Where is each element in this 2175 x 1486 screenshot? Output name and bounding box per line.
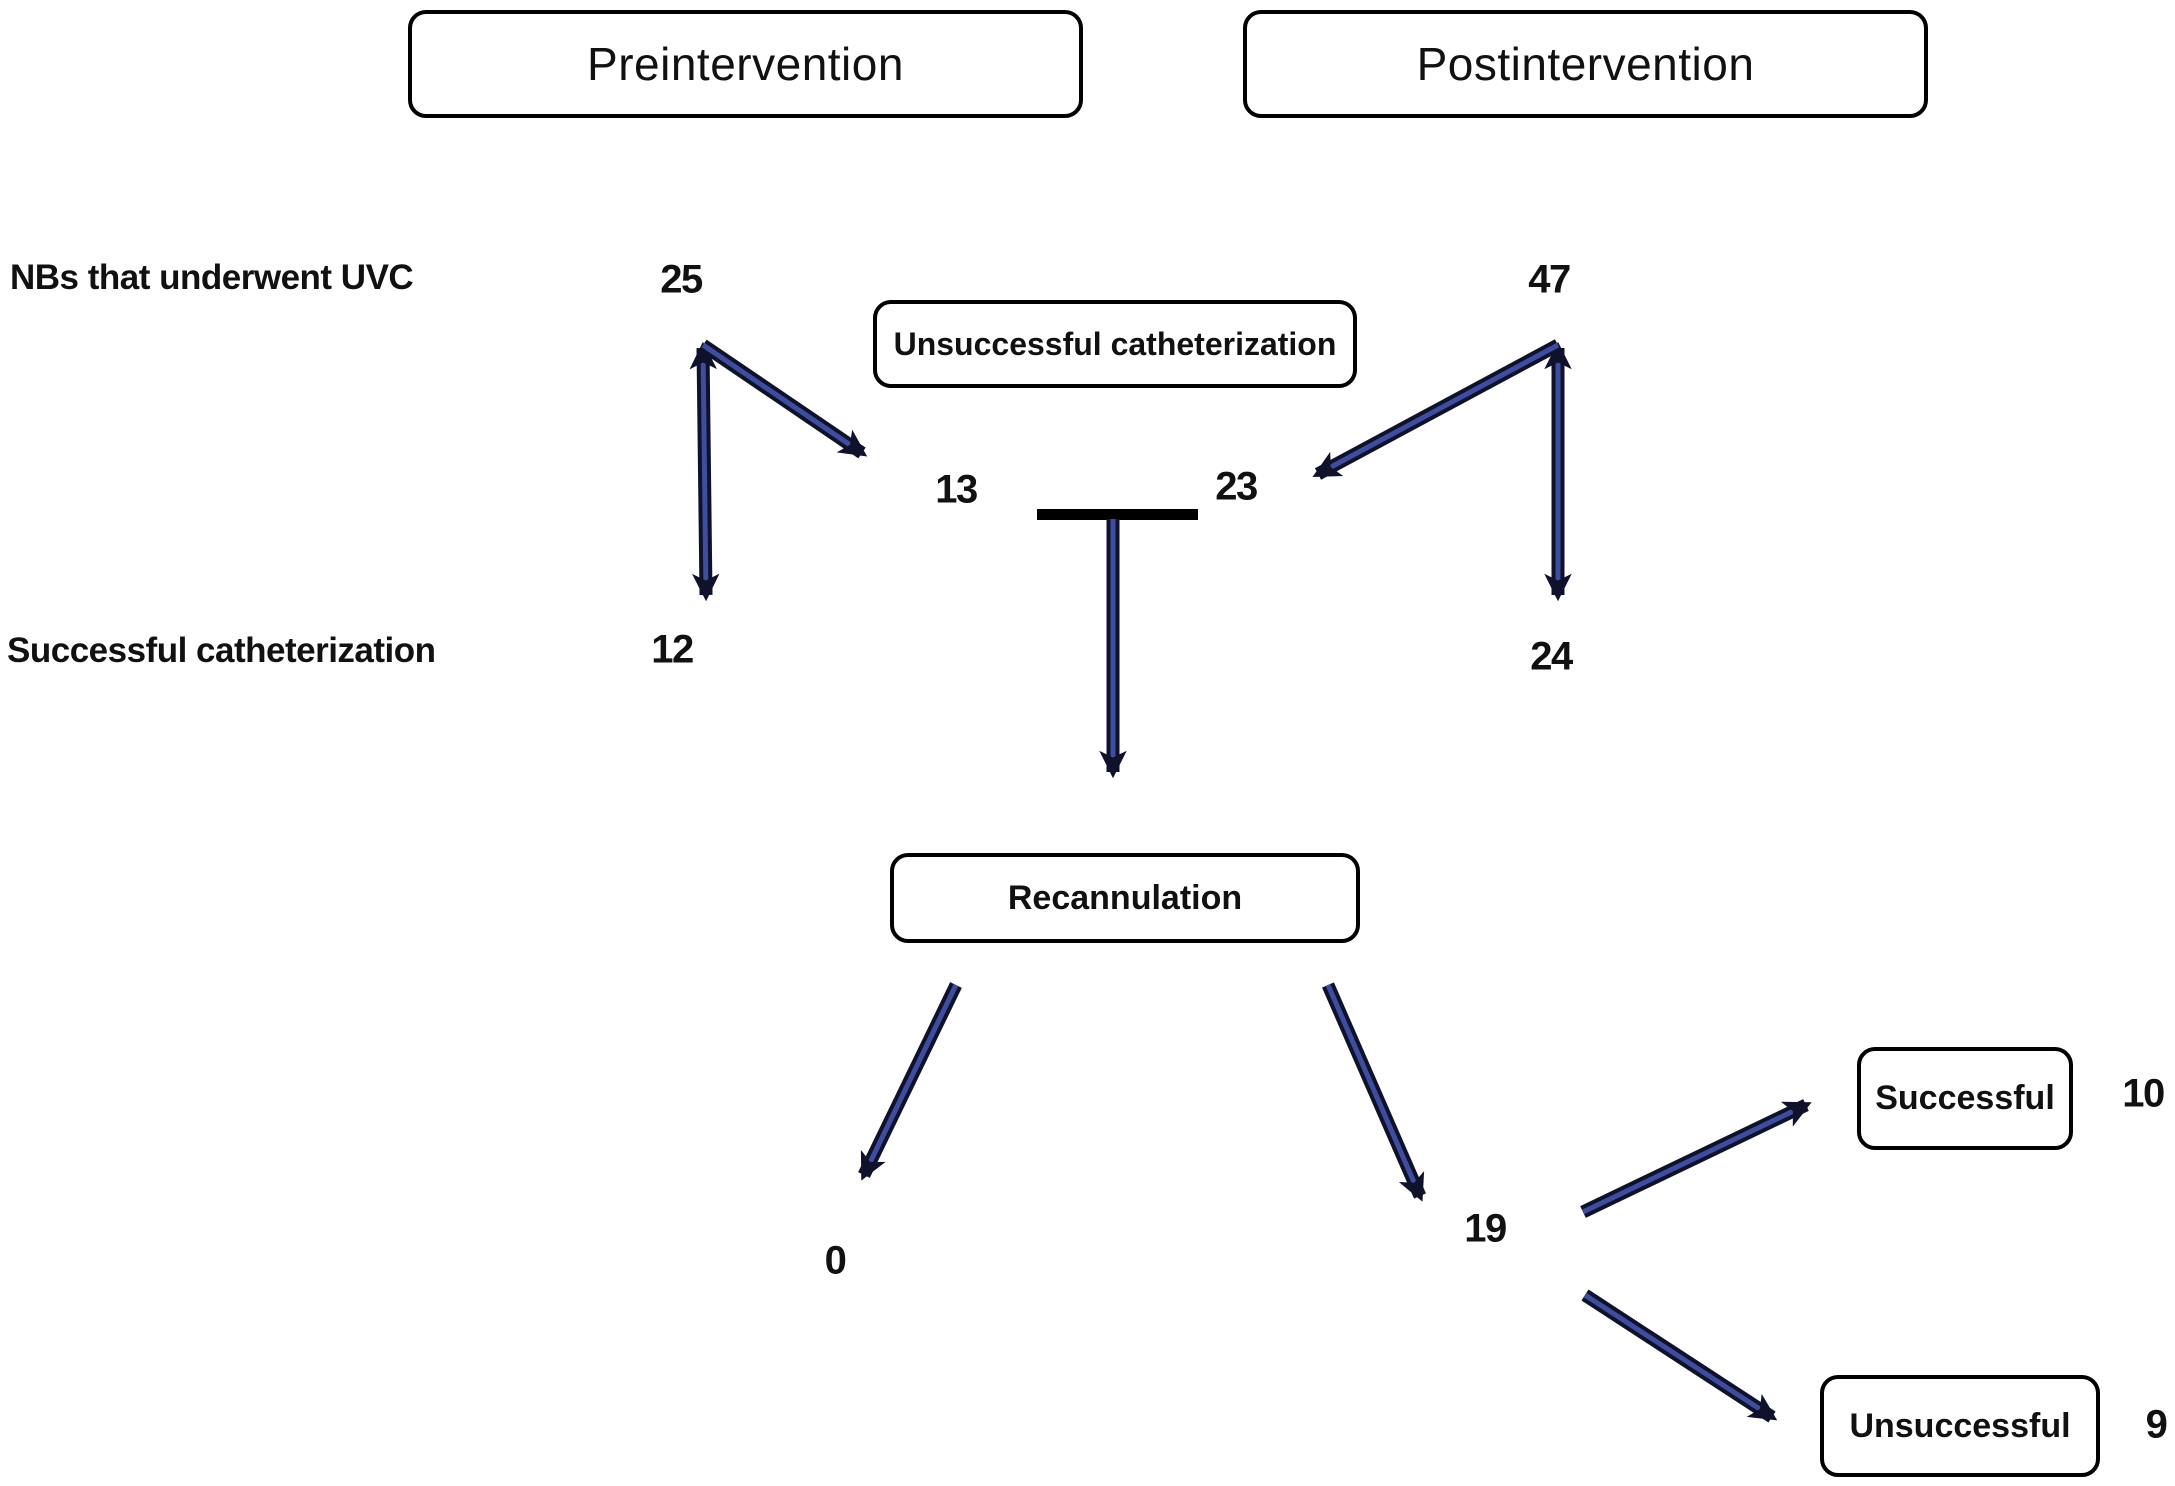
count-recannulation-unsuccessful: 9 xyxy=(2145,1402,2168,1447)
postintervention-box: Postintervention xyxy=(1243,10,1928,118)
arrow-recannulation-to-0 xyxy=(858,982,962,1181)
count-recannulation-post: 19 xyxy=(1464,1206,1507,1251)
unsuccessful-label: Unsuccessful xyxy=(1849,1406,2071,1445)
count-pre-uvc: 25 xyxy=(660,257,703,302)
arrow-47-to-23 xyxy=(1312,339,1562,480)
count-pre-unsuccessful: 13 xyxy=(935,467,978,512)
t-junction-bar xyxy=(1037,509,1198,520)
preintervention-label: Preintervention xyxy=(587,38,904,90)
count-recannulation-successful: 10 xyxy=(2122,1071,2165,1116)
successful-label: Successful xyxy=(1875,1079,2055,1117)
recannulation-box: Recannulation xyxy=(890,853,1360,943)
count-pre-successful: 12 xyxy=(651,627,694,672)
recannulation-label: Recannulation xyxy=(1007,878,1243,917)
arrow-25-to-13 xyxy=(699,339,868,459)
unsuccessful-catheterization-box: Unsuccessful catheterization xyxy=(873,300,1357,388)
successful-box: Successful xyxy=(1857,1047,2073,1150)
arrow-recannulation-to-19 xyxy=(1322,982,1426,1202)
unsuccessful-box: Unsuccessful xyxy=(1820,1375,2100,1477)
arrow-19-to-unsuccessful xyxy=(1581,1289,1778,1423)
count-post-uvc: 47 xyxy=(1528,257,1571,302)
count-post-successful: 24 xyxy=(1530,634,1573,679)
count-post-unsuccessful: 23 xyxy=(1215,464,1258,509)
preintervention-box: Preintervention xyxy=(408,10,1083,118)
row-label-successful-catheterization: Successful catheterization xyxy=(7,631,436,670)
row-label-uvc: NBs that underwent UVC xyxy=(10,258,414,297)
arrow-25-to-12 xyxy=(689,341,720,602)
arrow-19-to-successful xyxy=(1580,1099,1812,1218)
count-recannulation-pre: 0 xyxy=(824,1238,847,1283)
postintervention-label: Postintervention xyxy=(1416,38,1755,90)
unsuccessful-catheterization-label: Unsuccessful catheterization xyxy=(893,325,1337,362)
